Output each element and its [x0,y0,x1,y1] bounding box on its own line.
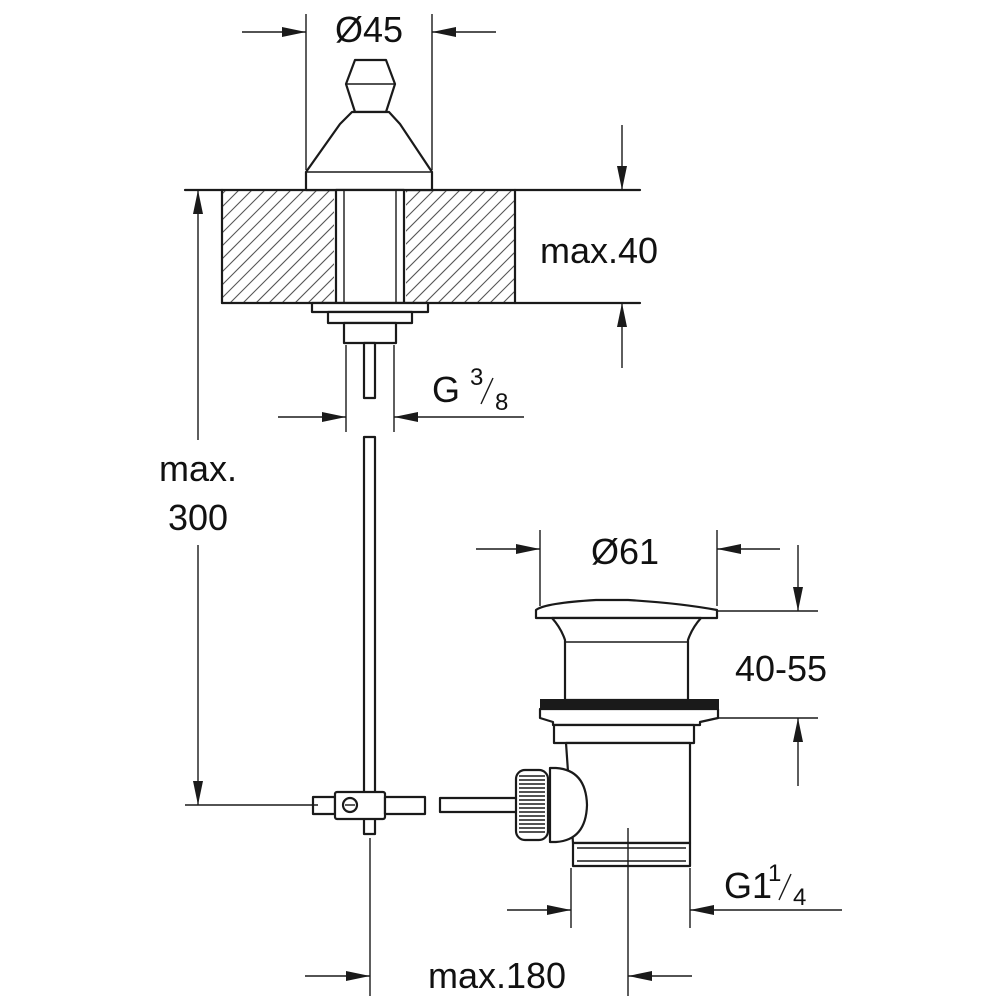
rod-thread-label: G [432,369,460,410]
rod-lower [362,435,377,807]
hatch-line [437,225,515,303]
sleeve-washer [310,301,430,314]
linkage-rod [438,796,524,814]
hatch-line [229,190,344,303]
waste-thread-denominator: 4 [793,884,806,911]
waste-upper-body [550,616,703,702]
hatch-line [222,190,227,195]
rod-length-label-line1: max. [159,448,237,489]
arrowhead [432,27,456,37]
clamp-right-arm [383,795,427,816]
waste-thread-label: G1 [724,865,772,906]
hatch-line [424,212,515,303]
arrowhead [793,587,803,611]
dimension-horizontal-reach: max.180 [305,828,692,996]
flange-diameter-label: Ø45 [335,9,403,50]
sleeve-outer [334,188,406,305]
waste-height-label: 40-55 [735,648,827,689]
arrowhead [322,412,346,422]
rod-length-label-line2: 300 [168,497,228,538]
rod-sleeve [310,188,430,345]
sleeve-thread [342,321,398,345]
waste-collar [552,723,696,745]
waste-diameter-label: Ø61 [591,531,659,572]
rod-upper [362,341,377,400]
hatch-line [450,238,515,303]
pull-knob [304,58,434,192]
sleeve-nut [326,310,414,325]
hatch-line [489,277,515,303]
rod-thread-numerator: 3 [470,364,483,391]
arrowhead [193,190,203,214]
arrowhead [547,905,571,915]
hatch-line [411,199,515,303]
arrowhead [346,971,370,981]
hatch-line [476,264,515,303]
rod-clamp [311,790,427,821]
hatch-line [463,251,515,303]
hatch-line [398,190,513,303]
waste-seal [540,699,719,710]
pivot-nut-knurling [519,775,545,833]
arrowhead [617,303,627,327]
waste-thread-slash [778,873,792,901]
arrowhead [793,718,803,742]
rod-thread-slash [480,377,494,405]
arrowhead [394,412,418,422]
waste-cap [534,598,719,620]
hatch-line [222,190,266,234]
arrowhead [516,544,540,554]
dimension-waste-height: 40-55 [718,545,827,786]
rod-thread-denominator: 8 [495,389,508,416]
hatch-line [222,190,305,273]
hatch-line [222,190,253,221]
dimension-mount-thickness: max.40 [540,125,658,368]
arrowhead [282,27,306,37]
arrowhead [690,905,714,915]
knob-flange [304,110,434,192]
dimension-waste-diameter: Ø61 [476,530,780,606]
dimension-rod-length: max. 300 [159,190,318,806]
dimension-waste-thread: G1 1 4 [507,860,842,928]
hatch-line [222,190,292,260]
waste-flange [538,707,720,727]
waste-tailpiece [571,841,692,868]
dimension-rod-thread: G 3 8 [278,345,524,432]
waste-side-boss [548,766,589,844]
popup-waste [514,598,720,868]
knob-top [344,58,397,114]
lift-rod [362,341,377,836]
mount-thickness-label: max.40 [540,230,658,271]
arrowhead [193,781,203,805]
waste-thread-numerator: 1 [768,860,781,887]
horizontal-reach-label: max.180 [428,955,566,996]
arrowhead [617,166,627,190]
hatch-line [222,190,331,299]
arrowhead [628,971,652,981]
arrowhead [717,544,741,554]
hatch-line [222,190,279,247]
dimension-flange-diameter: Ø45 [242,9,496,170]
